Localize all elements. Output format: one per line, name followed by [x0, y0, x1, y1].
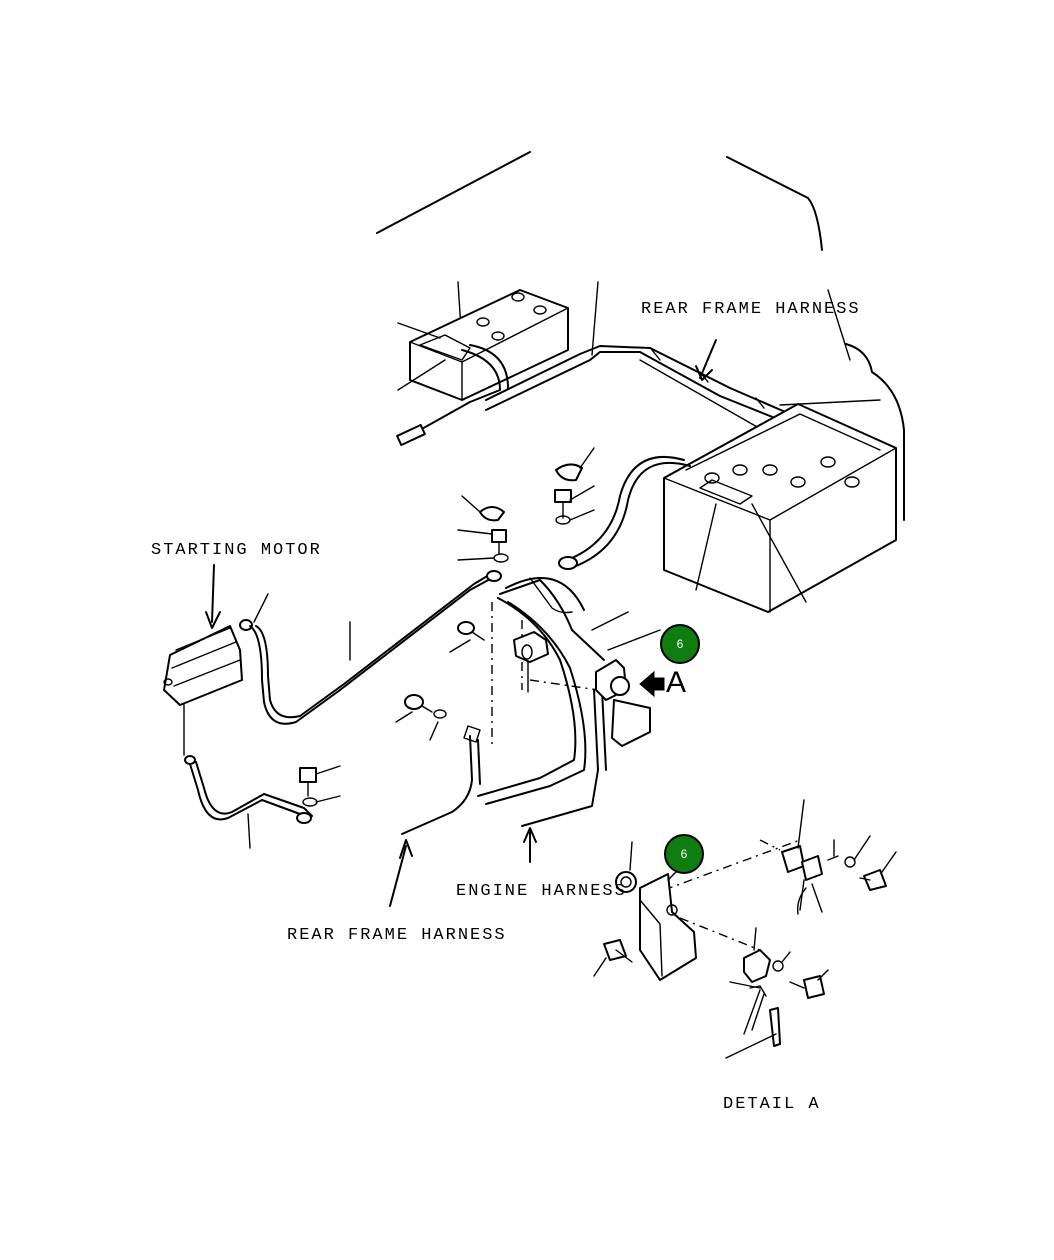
- rear-frame-harness-label-bottom: REAR FRAME HARNESS: [287, 926, 507, 945]
- battery-cable: [558, 455, 691, 570]
- starter-cables: [184, 570, 502, 849]
- switch-bracket-assembly: [401, 576, 661, 835]
- rear-frame-harness-label-top: REAR FRAME HARNESS: [641, 300, 861, 319]
- harness-leader-lines: [389, 339, 717, 907]
- view-arrow: [639, 670, 665, 698]
- starting-motor: [163, 564, 243, 756]
- engine-harness-label: ENGINE HARNESS: [456, 882, 627, 901]
- terminal-hardware: [457, 447, 595, 563]
- callout-bubble: 6: [660, 624, 700, 664]
- starting-motor-label: STARTING MOTOR: [151, 541, 322, 560]
- view-letter-a: A: [666, 666, 687, 699]
- detail-a-label: DETAIL A: [723, 1095, 821, 1114]
- callout-bubble-detail: 6: [664, 834, 704, 874]
- detail-a-drawing: [593, 799, 897, 1059]
- upper-battery: [397, 289, 569, 401]
- lower-battery: [663, 403, 897, 613]
- bracket-fasteners: [395, 621, 485, 741]
